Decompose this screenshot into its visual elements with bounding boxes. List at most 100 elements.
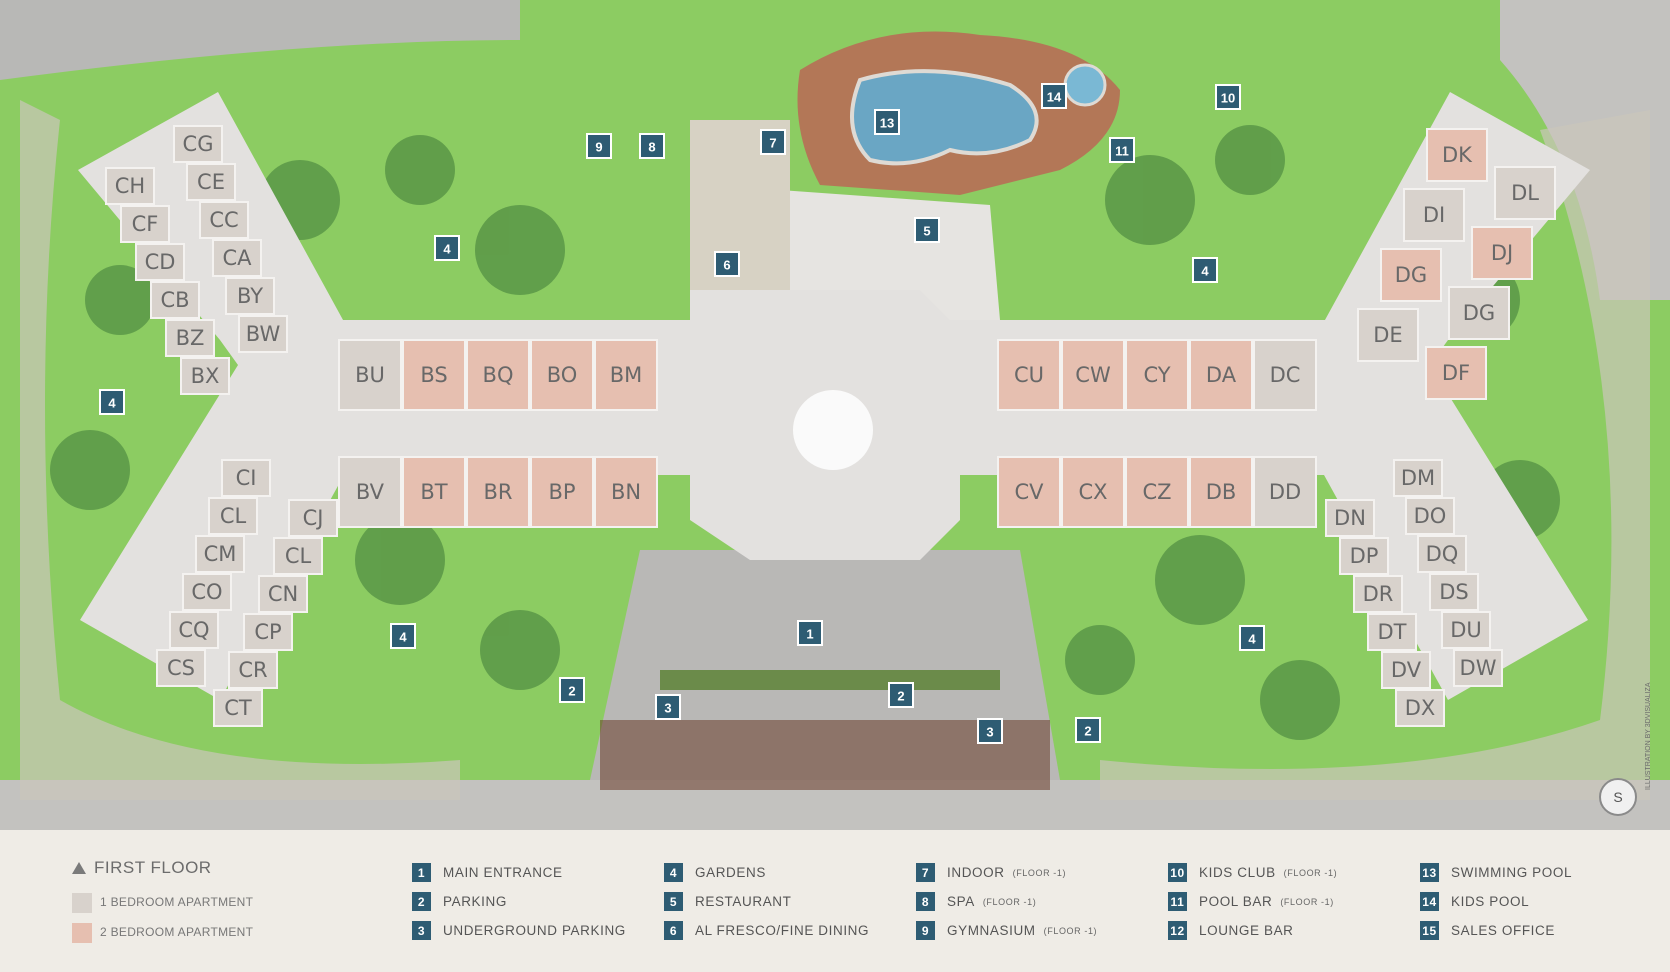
apartment-unit[interactable]: DR: [1353, 575, 1403, 613]
apartment-unit[interactable]: CZ: [1125, 456, 1189, 528]
unit-label: CR: [238, 658, 267, 682]
map-marker[interactable]: 14: [1041, 83, 1067, 109]
apartment-unit[interactable]: DT: [1367, 613, 1417, 651]
apartment-unit[interactable]: CQ: [169, 611, 219, 649]
apartment-unit[interactable]: BV: [338, 456, 402, 528]
map-marker[interactable]: 4: [99, 389, 125, 415]
apartment-unit[interactable]: DD: [1253, 456, 1317, 528]
map-marker[interactable]: 3: [977, 718, 1003, 744]
apartment-unit[interactable]: CJ: [288, 499, 338, 537]
apartment-unit[interactable]: CL: [208, 497, 258, 535]
map-marker[interactable]: 2: [888, 682, 914, 708]
apartment-unit[interactable]: CW: [1061, 339, 1125, 411]
map-marker[interactable]: 4: [1192, 257, 1218, 283]
apartment-unit[interactable]: DQ: [1417, 535, 1467, 573]
map-marker[interactable]: 4: [390, 623, 416, 649]
apartment-unit[interactable]: BT: [402, 456, 466, 528]
apartment-unit[interactable]: DW: [1453, 649, 1503, 687]
apartment-unit[interactable]: DP: [1339, 537, 1389, 575]
apartment-unit[interactable]: CD: [135, 243, 185, 281]
unit-label: DK: [1442, 143, 1473, 167]
apartment-unit[interactable]: DU: [1441, 611, 1491, 649]
map-marker[interactable]: 2: [1075, 717, 1101, 743]
map-marker[interactable]: 2: [559, 677, 585, 703]
apartment-unit[interactable]: DV: [1381, 651, 1431, 689]
apartment-unit[interactable]: BO: [530, 339, 594, 411]
apartment-unit[interactable]: DJ: [1471, 226, 1533, 280]
apartment-unit[interactable]: BU: [338, 339, 402, 411]
apartment-unit[interactable]: BY: [225, 277, 275, 315]
planter: [600, 720, 1050, 790]
apartment-unit[interactable]: DK: [1426, 128, 1488, 182]
apartment-unit[interactable]: CL: [273, 537, 323, 575]
apartment-unit[interactable]: BS: [402, 339, 466, 411]
apartment-unit[interactable]: DN: [1325, 499, 1375, 537]
apartment-unit[interactable]: CH: [105, 167, 155, 205]
apartment-unit[interactable]: BQ: [466, 339, 530, 411]
apartment-unit[interactable]: CS: [156, 649, 206, 687]
apartment-unit[interactable]: CV: [997, 456, 1061, 528]
apartment-unit[interactable]: DG: [1448, 286, 1510, 340]
map-marker[interactable]: 8: [639, 133, 665, 159]
apartment-unit[interactable]: DO: [1405, 497, 1455, 535]
apartment-unit[interactable]: DC: [1253, 339, 1317, 411]
apartment-unit[interactable]: BZ: [165, 319, 215, 357]
apartment-unit[interactable]: CM: [195, 535, 245, 573]
apartment-unit[interactable]: BN: [594, 456, 658, 528]
apartment-unit[interactable]: CA: [212, 239, 262, 277]
apartment-unit[interactable]: CG: [173, 125, 223, 163]
apartment-unit[interactable]: CU: [997, 339, 1061, 411]
apartment-unit[interactable]: DA: [1189, 339, 1253, 411]
apartment-unit[interactable]: DM: [1393, 459, 1443, 497]
apartment-unit[interactable]: CX: [1061, 456, 1125, 528]
unit-label: BT: [420, 480, 447, 504]
apartment-unit[interactable]: CN: [258, 575, 308, 613]
legend-floor-note: (FLOOR -1): [1012, 867, 1067, 878]
apartment-unit[interactable]: CT: [213, 689, 263, 727]
apartment-unit[interactable]: CO: [182, 573, 232, 611]
apartment-unit[interactable]: DF: [1425, 346, 1487, 400]
apartment-unit[interactable]: BW: [238, 315, 288, 353]
apartment-unit[interactable]: CY: [1125, 339, 1189, 411]
apartment-unit[interactable]: BR: [466, 456, 530, 528]
map-marker[interactable]: 7: [760, 129, 786, 155]
map-marker[interactable]: 4: [434, 235, 460, 261]
legend-label: UNDERGROUND PARKING: [443, 923, 626, 938]
map-marker[interactable]: 1: [797, 620, 823, 646]
unit-label: DB: [1206, 480, 1237, 504]
apartment-unit[interactable]: BM: [594, 339, 658, 411]
unit-label: CY: [1143, 363, 1170, 387]
apartment-unit[interactable]: CF: [120, 205, 170, 243]
apartment-unit[interactable]: DX: [1395, 689, 1445, 727]
legend-number: 5: [664, 892, 683, 911]
map-marker[interactable]: 11: [1109, 137, 1135, 163]
apartment-unit[interactable]: DS: [1429, 573, 1479, 611]
apartment-unit[interactable]: BX: [180, 357, 230, 395]
unit-label: CZ: [1142, 480, 1171, 504]
apartment-unit[interactable]: DI: [1403, 188, 1465, 242]
apartment-unit[interactable]: DB: [1189, 456, 1253, 528]
map-marker[interactable]: 10: [1215, 84, 1241, 110]
apartment-unit[interactable]: CP: [243, 613, 293, 651]
map-marker[interactable]: 3: [655, 694, 681, 720]
apartment-unit[interactable]: DE: [1357, 308, 1419, 362]
legend-floor-note: (FLOOR -1): [1043, 925, 1098, 936]
apartment-unit[interactable]: BP: [530, 456, 594, 528]
apartment-unit[interactable]: CR: [228, 651, 278, 689]
apartment-unit[interactable]: CI: [221, 459, 271, 497]
apartment-unit[interactable]: CB: [150, 281, 200, 319]
map-marker[interactable]: 6: [714, 251, 740, 277]
map-marker[interactable]: 13: [874, 109, 900, 135]
apartment-unit[interactable]: DL: [1494, 166, 1556, 220]
map-marker[interactable]: 4: [1239, 625, 1265, 651]
apartment-unit[interactable]: DG: [1380, 248, 1442, 302]
map-marker[interactable]: 5: [914, 217, 940, 243]
legend-label: GARDENS: [695, 865, 766, 880]
unit-label: BS: [420, 363, 447, 387]
apartment-unit[interactable]: CE: [186, 163, 236, 201]
unit-label: BZ: [176, 326, 205, 350]
central-atrium: [793, 390, 873, 470]
map-marker[interactable]: 9: [586, 133, 612, 159]
apartment-unit[interactable]: CC: [199, 201, 249, 239]
